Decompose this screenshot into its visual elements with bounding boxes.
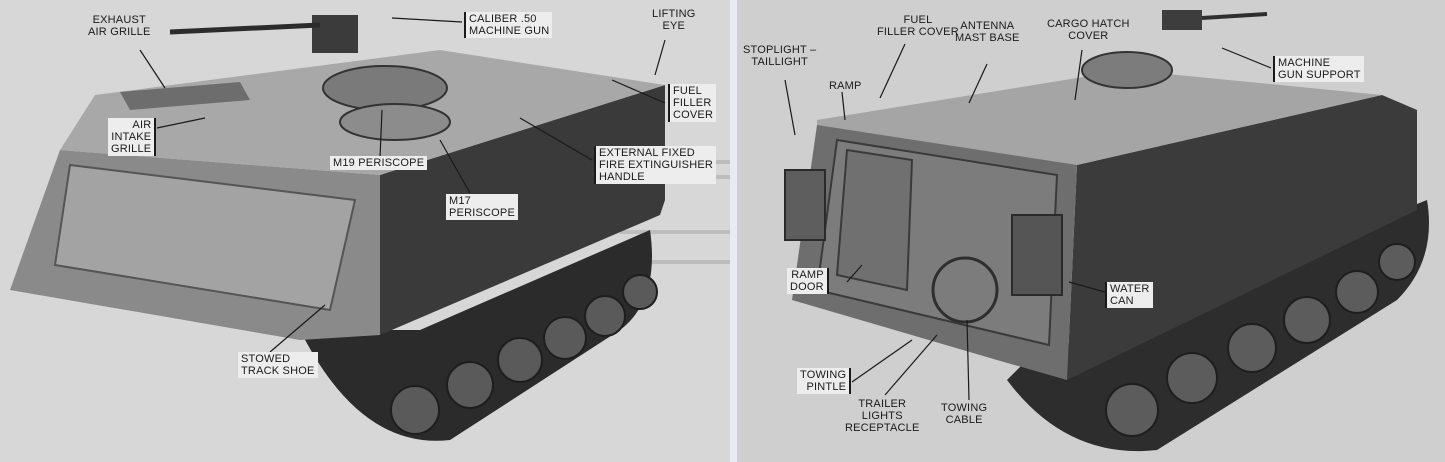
- left-gun-barrel: [169, 22, 321, 35]
- left-hatch: [339, 103, 451, 141]
- label-line: TOWING: [941, 402, 988, 414]
- label-line: CARGO HATCH: [1047, 18, 1130, 30]
- label-line: HANDLE: [599, 171, 645, 183]
- label-line: FUEL: [903, 14, 933, 26]
- label-line: TAILLIGHT: [751, 56, 808, 68]
- right-towing-cable-coil: [931, 256, 999, 324]
- right-water-can-shape: [1011, 214, 1063, 296]
- label-air-intake-grille: AIR INTAKE GRILLE: [108, 118, 157, 156]
- label-lifting-eye: LIFTING EYE: [652, 8, 696, 32]
- label-line: LIGHTS: [861, 410, 903, 422]
- label-stowed-track-shoe: STOWED TRACK SHOE: [238, 352, 318, 378]
- right-hull-side: [1067, 95, 1417, 380]
- label-machine-gun-support: MACHINE GUN SUPPORT: [1273, 56, 1364, 82]
- panel-divider: [730, 0, 737, 462]
- label-line: PERISCOPE: [449, 207, 515, 219]
- label-caliber-50-machine-gun: CALIBER .50 MACHINE GUN: [464, 12, 553, 38]
- right-track: [1007, 200, 1429, 452]
- left-figure-panel: EXHAUST AIR GRILLE CALIBER .50 MACHINE G…: [0, 0, 730, 462]
- label-antenna-mast-base: ANTENNA MAST BASE: [955, 20, 1020, 44]
- label-line: CAN: [1110, 295, 1134, 307]
- label-m17-periscope: M17 PERISCOPE: [446, 194, 518, 220]
- label-line: MAST BASE: [955, 32, 1020, 44]
- label-ramp: RAMP: [829, 80, 862, 92]
- label-line: MACHINE: [1278, 57, 1331, 69]
- left-leader-lines: [139, 17, 666, 353]
- label-line: CALIBER .50: [469, 13, 537, 25]
- label-line: COVER: [673, 109, 714, 121]
- right-cargo-hatch-shape: [1081, 51, 1173, 89]
- label-exhaust-air-grille: EXHAUST AIR GRILLE: [88, 14, 151, 38]
- label-line: FILLER: [673, 97, 712, 109]
- left-vehicle-illustration: [10, 15, 730, 441]
- right-vehicle-illustration: [784, 10, 1429, 452]
- label-line: INTAKE: [111, 131, 152, 143]
- right-leader-lines: [784, 43, 1272, 401]
- label-line: COVER: [1068, 30, 1109, 42]
- right-gun-body: [1162, 10, 1202, 30]
- label-line: CABLE: [945, 414, 983, 426]
- label-line: RAMP: [829, 80, 862, 92]
- label-fuel-filler-cover-left: FUEL FILLER COVER: [668, 84, 717, 122]
- left-exhaust-grille-shape: [120, 82, 250, 110]
- label-line: FUEL: [673, 85, 702, 97]
- label-line: MACHINE GUN: [469, 25, 550, 37]
- right-ramp-door-shape: [835, 148, 914, 292]
- label-water-can: WATER CAN: [1105, 282, 1153, 308]
- label-line: WATER: [1110, 283, 1150, 295]
- label-line: RAMP: [791, 269, 824, 281]
- label-line: M19 PERISCOPE: [333, 157, 425, 169]
- left-gun-mount: [312, 15, 358, 53]
- label-line: TRAILER: [858, 398, 907, 410]
- label-line: EXHAUST: [92, 14, 146, 26]
- label-line: TOWING: [800, 369, 847, 381]
- label-line: STOWED: [241, 353, 291, 365]
- label-line: GUN SUPPORT: [1278, 69, 1361, 81]
- label-cargo-hatch-cover: CARGO HATCH COVER: [1047, 18, 1130, 42]
- label-line: PINTLE: [806, 381, 847, 393]
- label-line: TRACK SHOE: [241, 365, 315, 377]
- label-external-fire-extinguisher-handle: EXTERNAL FIXED FIRE EXTINGUISHER HANDLE: [594, 146, 717, 184]
- label-ramp-door: RAMP DOOR: [787, 268, 829, 294]
- label-line: FIRE EXTINGUISHER: [599, 159, 714, 171]
- label-trailer-lights-receptacle: TRAILER LIGHTS RECEPTACLE: [845, 398, 920, 434]
- label-line: ANTENNA: [960, 20, 1015, 32]
- right-gun-barrel: [1201, 12, 1268, 20]
- label-fuel-filler-cover-right: FUEL FILLER COVER: [877, 14, 959, 38]
- left-hull-side: [380, 85, 665, 335]
- label-towing-cable: TOWING CABLE: [941, 402, 987, 426]
- label-stoplight-taillight: STOPLIGHT – TAILLIGHT: [743, 44, 816, 68]
- left-track: [300, 230, 652, 441]
- label-line: M17: [449, 195, 471, 207]
- label-line: GRILLE: [111, 143, 152, 155]
- right-figure-panel: STOPLIGHT – TAILLIGHT FUEL FILLER COVER …: [737, 0, 1445, 462]
- label-line: AIR GRILLE: [88, 26, 151, 38]
- right-rear-can: [784, 169, 826, 241]
- label-line: FILLER COVER: [877, 26, 959, 38]
- label-line: DOOR: [790, 281, 824, 293]
- left-trim-vane: [53, 163, 357, 312]
- right-road-wheels: [1105, 243, 1416, 437]
- label-line: LIFTING: [652, 8, 696, 20]
- left-road-wheels: [390, 274, 658, 435]
- label-line: RECEPTACLE: [845, 422, 920, 434]
- label-towing-pintle: TOWING PINTLE: [797, 368, 852, 394]
- label-m19-periscope: M19 PERISCOPE: [330, 156, 428, 170]
- right-top-deck: [817, 70, 1382, 165]
- label-line: EXTERNAL FIXED: [599, 147, 695, 159]
- label-line: EYE: [662, 20, 686, 32]
- label-line: AIR: [132, 119, 152, 131]
- label-line: STOPLIGHT –: [743, 44, 817, 56]
